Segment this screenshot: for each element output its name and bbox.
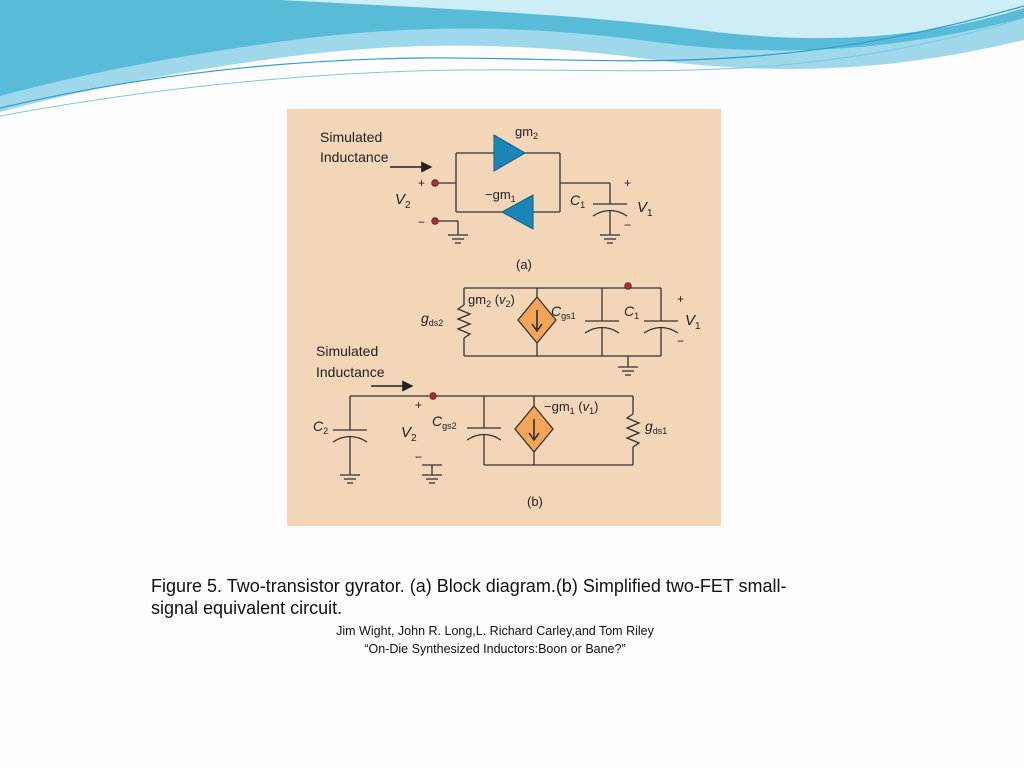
gm2-current-source-icon bbox=[517, 295, 557, 345]
gyrator-figure: Simulated Inductance gm2 −gm1 + − V2 C1 … bbox=[287, 109, 721, 526]
simulated-inductance-label-a: Simulated bbox=[320, 129, 382, 145]
terminal-dot-icon bbox=[429, 392, 437, 400]
terminal-dot-icon bbox=[431, 217, 439, 225]
gm2-amplifier-icon bbox=[493, 134, 526, 172]
v2-label-b: V2 bbox=[401, 424, 417, 444]
gm1-v1-label: −gm1 (v1) bbox=[544, 399, 598, 416]
cgs1-label: Cgs1 bbox=[551, 303, 576, 321]
c1-label-a: C1 bbox=[570, 192, 585, 210]
gm1-amplifier-icon bbox=[500, 194, 534, 230]
gds1-label: gds1 bbox=[645, 418, 667, 436]
plus-label: + bbox=[415, 398, 422, 412]
gm2-label: gm2 bbox=[515, 124, 538, 141]
cgs2-label: Cgs2 bbox=[432, 413, 457, 431]
terminal-dot-icon bbox=[624, 282, 632, 290]
terminal-dot-icon bbox=[431, 179, 439, 187]
source-title: “On-Die Synthesized Inductors:Boon or Ba… bbox=[364, 642, 626, 656]
minus-label: − bbox=[677, 334, 684, 348]
v1-label-b: V1 bbox=[685, 312, 701, 332]
gm2-v2-label: gm2 (v2) bbox=[468, 292, 515, 309]
wave-banner bbox=[0, 0, 1024, 117]
gm1-label: −gm1 bbox=[485, 187, 516, 204]
author-credit: Jim Wight, John R. Long,L. Richard Carle… bbox=[336, 624, 654, 638]
gyrator-diagram: Simulated Inductance gm2 −gm1 + − V2 C1 … bbox=[313, 124, 701, 509]
plus-label: + bbox=[677, 292, 684, 306]
c1-label-b: C1 bbox=[624, 303, 639, 321]
figure-a-label: (a) bbox=[516, 257, 532, 272]
minus-label: − bbox=[624, 218, 631, 232]
gm1-current-source-icon bbox=[514, 404, 554, 454]
minus-label: − bbox=[415, 450, 422, 464]
minus-label: − bbox=[418, 215, 425, 229]
simulated-inductance-label-b-2: Inductance bbox=[316, 364, 385, 380]
plus-label: + bbox=[418, 176, 425, 190]
figure-caption: Figure 5. Two-transistor gyrator. (a) Bl… bbox=[151, 576, 787, 618]
simulated-inductance-label-a-2: Inductance bbox=[320, 149, 389, 165]
figure-b-label: (b) bbox=[527, 494, 543, 509]
equivalent-circuit-lower bbox=[332, 395, 641, 484]
gds2-label: gds2 bbox=[421, 310, 443, 328]
c2-label: C2 bbox=[313, 418, 328, 436]
v2-label-a: V2 bbox=[395, 191, 411, 211]
plus-label: + bbox=[624, 176, 631, 190]
v1-label-a: V1 bbox=[637, 199, 653, 219]
simulated-inductance-label-b: Simulated bbox=[316, 343, 378, 359]
